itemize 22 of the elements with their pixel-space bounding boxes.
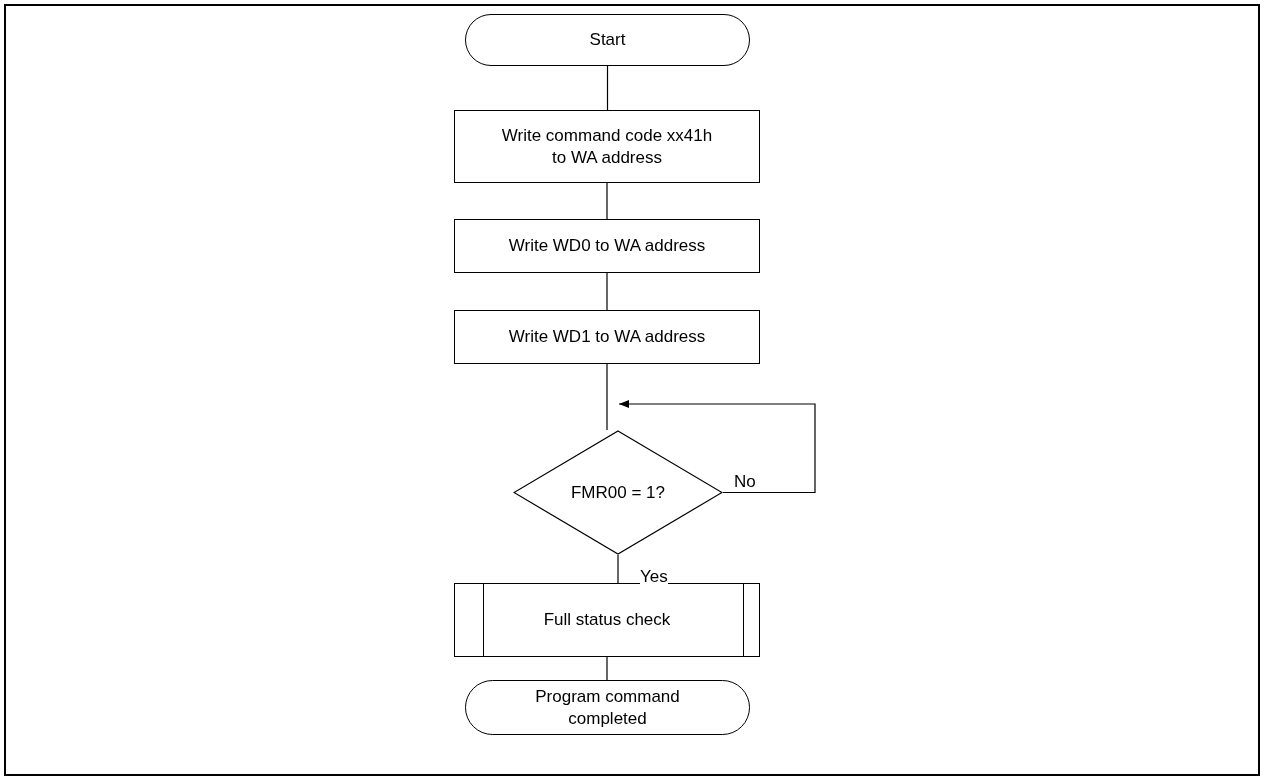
- node-label: Full status check: [543, 609, 671, 631]
- connector-line: [606, 656, 608, 681]
- node-label: Start: [589, 29, 626, 51]
- connector-line: [606, 182, 608, 220]
- process-box: [454, 310, 760, 364]
- process-box: [454, 219, 760, 273]
- node-label: Write WD1 to WA address: [508, 326, 706, 348]
- terminator-shape: [465, 14, 750, 66]
- edge-label: No: [734, 473, 756, 490]
- connector-line: [617, 554, 619, 584]
- decision-diamond: [513, 430, 723, 555]
- process-box: [454, 110, 760, 183]
- subroutine-box: [454, 583, 760, 657]
- node-label: Write WD0 to WA address: [508, 235, 706, 257]
- node-label: Program command completed: [534, 686, 681, 729]
- connector-line: [606, 272, 608, 311]
- edge-label: Yes: [640, 568, 668, 585]
- arrow: [618, 400, 816, 494]
- connector-line: [606, 65, 609, 111]
- node-label: Write command code xx41h to WA address: [500, 125, 714, 168]
- node-label: FMR00 = 1?: [571, 481, 665, 504]
- connector-line: [606, 363, 608, 431]
